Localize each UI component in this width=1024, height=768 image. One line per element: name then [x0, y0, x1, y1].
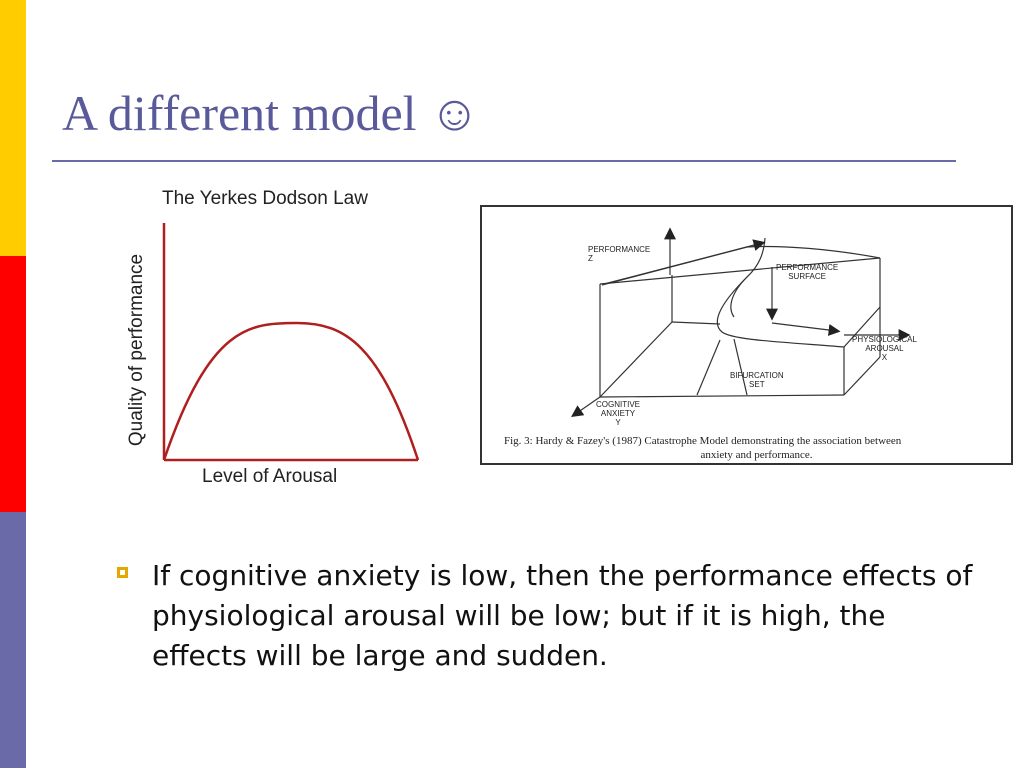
stripe-red [0, 256, 26, 512]
upper-path-arrow [603, 239, 766, 285]
frame-top-back [599, 257, 881, 285]
label-physio-line1: PHYSIOLOGICAL [852, 335, 917, 344]
plane-edge [599, 321, 673, 398]
label-bifurcation-set: BIFURCATION SET [730, 371, 784, 389]
title-text: A different model [62, 85, 417, 141]
label-bifurcation-line2: SET [749, 380, 765, 390]
label-physiological-arousal: PHYSIOLOGICAL AROUSAL X [852, 335, 917, 363]
frame-front-left [599, 394, 845, 398]
caption-line1: Fig. 3: Hardy & Fazey's (1987) Catastrop… [504, 435, 902, 447]
catastrophe-figure: PERFORMANCE Z PERFORMANCE SURFACE PHYSIO… [480, 205, 1013, 465]
bullet-text: If cognitive anxiety is low, then the pe… [152, 559, 973, 672]
plane-middle [671, 321, 721, 325]
label-cognitive-axis: Y [615, 418, 621, 428]
stripe-blue [0, 512, 26, 768]
title-divider [52, 160, 956, 162]
surface-fold [601, 245, 881, 286]
label-cognitive-line2: ANXIETY [600, 409, 636, 419]
stripe-yellow [0, 0, 26, 256]
figure-caption: Fig. 3: Hardy & Fazey's (1987) Catastrop… [504, 435, 1009, 463]
label-surface-line2: SURFACE [788, 272, 827, 282]
frame-right-top [843, 306, 881, 348]
label-performance-text: PERFORMANCE [588, 245, 651, 254]
frame-bottom-right [843, 356, 881, 396]
lower-path-arrow [771, 322, 841, 336]
yerkes-dodson-graph [162, 223, 420, 462]
label-physio-axis: X [881, 353, 888, 363]
label-cognitive-line1: COGNITIVE [596, 400, 641, 409]
label-performance-axis: Z [588, 254, 593, 264]
yerkes-dodson-ylabel: Quality of performance [126, 253, 147, 447]
surface-fold-curve [716, 237, 845, 348]
label-performance-surface: PERFORMANCE SURFACE [776, 263, 838, 281]
slide-title: A different model ☺ [62, 88, 480, 138]
yerkes-dodson-xlabel: Level of Arousal [202, 466, 338, 487]
label-performance: PERFORMANCE Z [588, 245, 650, 263]
label-cognitive-anxiety: COGNITIVE ANXIETY Y [596, 400, 640, 428]
bullet-square-icon [117, 567, 128, 578]
label-bifurcation-line1: BIFURCATION [730, 371, 784, 380]
label-physio-line2: AROUSAL [865, 344, 904, 354]
arousal-curve [162, 321, 420, 461]
yerkes-dodson-title: The Yerkes Dodson Law [162, 188, 368, 209]
surface-lower [730, 276, 748, 318]
smiley-icon: ☺ [429, 85, 481, 141]
anxiety-arrow [571, 396, 601, 418]
catastrophe-diagram [571, 227, 911, 418]
bifurcation-line-2 [733, 338, 748, 396]
label-surface-line1: PERFORMANCE [776, 263, 839, 272]
caption-line2: anxiety and performance. [700, 448, 813, 461]
bifurcation-line-1 [696, 339, 721, 396]
